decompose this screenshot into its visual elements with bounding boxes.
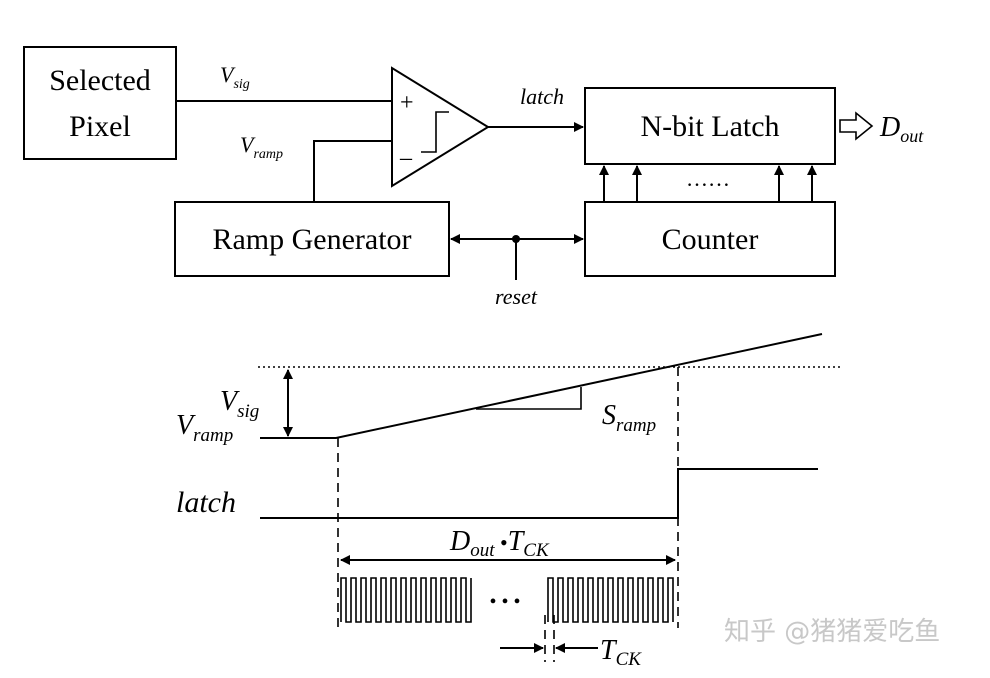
selected-pixel-label-line2: Pixel bbox=[69, 110, 131, 143]
comparator: + – bbox=[391, 66, 490, 188]
latch-waveform bbox=[260, 468, 818, 519]
clock-pulse-train bbox=[547, 577, 674, 623]
timing-vsig-label: Vsig bbox=[220, 386, 259, 422]
latch-wire-label: latch bbox=[520, 84, 564, 109]
clock-waveform-right bbox=[547, 577, 674, 623]
vramp-waveform bbox=[260, 333, 823, 439]
timing-vramp-label: Vramp bbox=[176, 410, 233, 446]
vsig-wire-label: Vsig bbox=[220, 62, 250, 92]
n-bit-latch-label: N-bit Latch bbox=[640, 110, 779, 143]
counter-block: Counter bbox=[584, 201, 836, 277]
counter-label: Counter bbox=[662, 223, 759, 256]
reset-label: reset bbox=[495, 284, 538, 309]
vramp-wire bbox=[313, 140, 392, 202]
dout-label: Dout bbox=[879, 112, 924, 146]
clock-pulse-train bbox=[340, 577, 472, 623]
ramp-generator-block: Ramp Generator bbox=[174, 201, 450, 277]
vramp-wire-label: Vramp bbox=[240, 132, 283, 162]
dout-tck-label: Dout •TCK bbox=[449, 526, 550, 561]
selected-pixel-label-line1: Selected bbox=[49, 64, 151, 97]
selected-pixel-block: Selected Pixel bbox=[23, 46, 177, 160]
n-bit-latch-block: N-bit Latch bbox=[584, 87, 836, 165]
comparator-plus-sign: + bbox=[400, 90, 414, 116]
timing-latch-label: latch bbox=[176, 486, 236, 519]
clock-waveform-left bbox=[340, 577, 472, 623]
tck-period-marker bbox=[500, 615, 598, 662]
comparator-minus-sign: – bbox=[399, 145, 413, 171]
watermark-text: 知乎 @猪猪爱吃鱼 bbox=[724, 617, 940, 647]
comparator-step-icon bbox=[421, 111, 449, 153]
dout-hollow-arrow-icon bbox=[839, 111, 874, 141]
s-ramp-label: Sramp bbox=[602, 400, 656, 436]
reset-line bbox=[450, 234, 584, 280]
tck-label: TCK bbox=[600, 635, 642, 670]
clock-ellipsis: • • • bbox=[489, 591, 520, 613]
slope-triangle bbox=[476, 387, 582, 410]
latch-bus-ellipsis: …… bbox=[686, 166, 730, 191]
counter-to-latch-bus bbox=[599, 165, 817, 202]
ramp-generator-label: Ramp Generator bbox=[212, 223, 411, 256]
